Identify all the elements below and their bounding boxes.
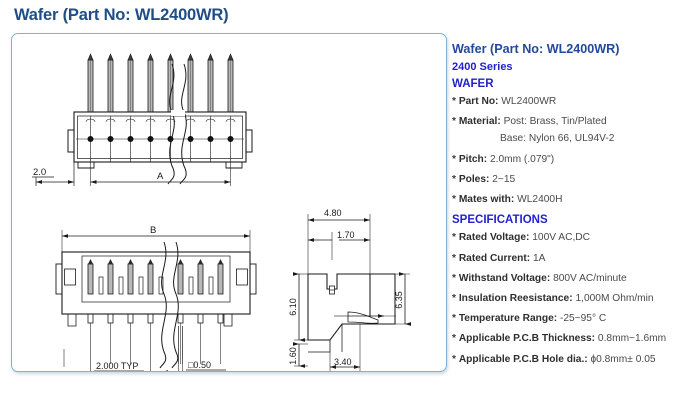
dimension-6-35 [395, 272, 411, 326]
spec-heading-specifications: SPECIFICATIONS [452, 214, 548, 227]
spec-value: 1,000M Ohm/min [575, 292, 654, 304]
spec-label: Withstand Voltage: [458, 272, 551, 284]
bullet-star: * [452, 173, 456, 185]
specification-panel: Wafer (Part No: WL2400WR) 2400 Series WA… [452, 42, 696, 374]
spec-value: WL2400H [517, 194, 563, 206]
dim-label-height-right-side: 6.35 [394, 291, 404, 309]
dimension-3-40 [329, 324, 361, 371]
technical-drawing-panel: 2.0 A B [11, 33, 447, 372]
spec-label: Insulation Reesistance: [458, 292, 573, 304]
dim-label-pitch-top: 2.0 [33, 167, 46, 178]
spec-label: Temperature Range: [458, 313, 558, 325]
break-line-top-view [167, 63, 187, 185]
spec-row-material: * Material: Post: Brass, Tin/Plated [452, 116, 696, 128]
bullet-star: * [452, 232, 456, 244]
dimension-1-70 [308, 232, 370, 260]
dim-label-overall-front: B [150, 225, 156, 236]
dim-label-overall-top: A [157, 171, 164, 182]
dimension-6-10 [293, 272, 308, 342]
spec-row-poles: * Poles: 2~15 [452, 174, 696, 186]
dimension-A [90, 162, 231, 186]
bullet-star: * [452, 272, 456, 284]
spec-row-pcb-hole-dia: * Applicable P.C.B Hole dia.: ɸ0.8mm± 0.… [452, 354, 696, 366]
dim-label-height-side: 6.10 [288, 298, 298, 316]
dim-label-pitch-front: 2.000 TYP [96, 361, 138, 371]
dim-label-slot-side: 1.70 [337, 230, 355, 240]
bullet-star: * [452, 252, 456, 264]
top-view-pins [87, 53, 234, 113]
dim-label-pin-front: □0.50 [188, 360, 211, 370]
spec-label: Applicable P.C.B Thickness: [458, 333, 596, 345]
dimension-2-0 [32, 162, 75, 186]
bullet-star: * [452, 153, 456, 165]
break-line-front-view [159, 241, 179, 369]
front-view-drawing: B [55, 225, 257, 371]
spec-value: 2.0mm (.079") [489, 153, 555, 165]
dimension-B [61, 230, 251, 252]
spec-part-title: Wafer (Part No: WL2400WR) [452, 42, 620, 56]
dimension-2000-typ [63, 349, 151, 371]
bullet-star: * [452, 313, 456, 325]
dimension-1-60 [293, 342, 308, 368]
spec-value: Post: Brass, Tin/Plated [503, 116, 607, 128]
spec-value: -25~95° C [559, 313, 607, 325]
spec-value: 0.8mm~1.6mm [597, 333, 667, 345]
spec-value: ɸ0.8mm± 0.05 [590, 353, 656, 365]
spec-row-part-no: * Part No: WL2400WR [452, 96, 696, 108]
bullet-star: * [452, 333, 456, 345]
spec-label: Pitch: [458, 153, 488, 165]
bullet-star: * [452, 194, 456, 206]
spec-label: Material: [458, 116, 501, 128]
dimension-0-50 [162, 364, 226, 371]
top-view-drawing: 2.0 A [32, 53, 253, 186]
bullet-star: * [452, 353, 456, 365]
dimension-4-80 [307, 214, 371, 274]
spec-value: 2~15 [492, 173, 516, 185]
dim-label-width-side: 4.80 [324, 208, 342, 218]
bullet-star: * [452, 96, 456, 107]
page-title: Wafer (Part No: WL2400WR) [14, 6, 229, 24]
spec-row-pcb-thickness: * Applicable P.C.B Thickness: 0.8mm~1.6m… [452, 333, 696, 345]
spec-label: Poles: [458, 173, 490, 185]
side-view-drawing: 4.80 1.70 [288, 208, 411, 371]
spec-row-rated-voltage: * Rated Voltage: 100V AC,DC [452, 232, 696, 244]
dim-label-bottom-side: 3.40 [334, 357, 352, 367]
technical-drawing-svg: 2.0 A B [32, 53, 411, 371]
spec-series-label: 2400 Series [452, 61, 513, 73]
spec-row-withstand-voltage: * Withstand Voltage: 800V AC/minute [452, 273, 696, 285]
side-view-contact-detail [334, 311, 396, 324]
spec-value: Base: Nylon 66, UL94V-2 [500, 133, 615, 145]
spec-row-pitch: * Pitch: 2.0mm (.079") [452, 154, 696, 166]
spec-value: WL2400WR [501, 96, 557, 107]
spec-value: 100V AC,DC [532, 232, 590, 244]
spec-value: 1A [532, 252, 546, 264]
spec-row-temperature-range: * Temperature Range: -25~95° C [452, 313, 696, 325]
spec-label: Applicable P.C.B Hole dia.: [458, 353, 588, 365]
bullet-star: * [452, 116, 456, 128]
spec-heading-wafer: WAFER [452, 78, 494, 90]
spec-label: Mates with: [458, 194, 515, 206]
spec-label: Rated Current: [458, 252, 531, 264]
spec-label: Rated Voltage: [458, 232, 530, 244]
spec-row-insulation-resistance: * Insulation Reesistance: 1,000M Ohm/min [452, 293, 696, 305]
spec-value: 800V AC/minute [553, 272, 627, 284]
bullet-star: * [452, 292, 456, 304]
dim-label-tail-side: 1.60 [288, 347, 298, 365]
spec-row-rated-current: * Rated Current: 1A [452, 253, 696, 265]
spec-row-material-base: Base: Nylon 66, UL94V-2 [452, 133, 696, 145]
spec-label: Part No: [458, 96, 499, 107]
spec-row-mates-with: * Mates with: WL2400H [452, 194, 696, 206]
